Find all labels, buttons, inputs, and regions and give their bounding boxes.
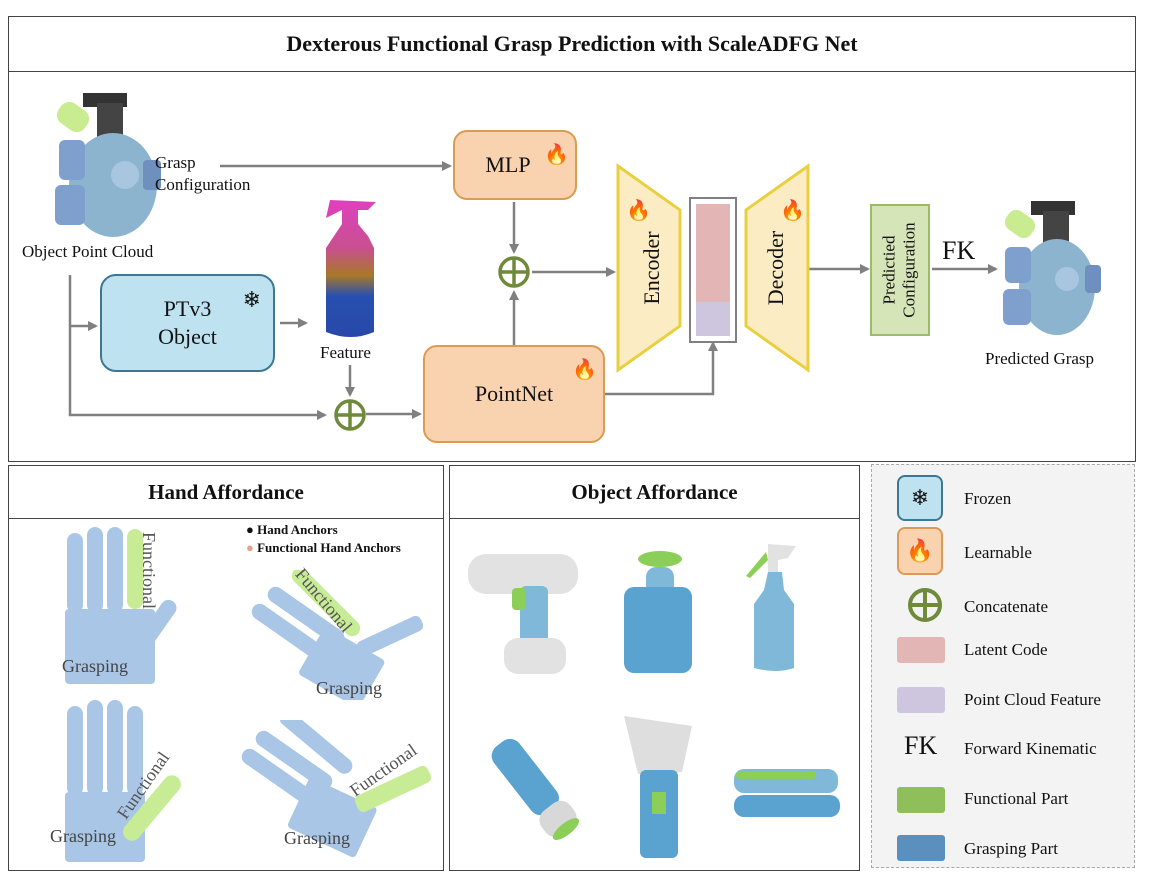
latent-code-bar (696, 204, 730, 302)
hand-anchor-legend: ● Hand Anchors ● Functional Hand Anchors (246, 521, 401, 557)
object-pump-bottle (624, 551, 692, 673)
legend-label: Forward Kinematic (964, 739, 1097, 758)
concat-node-mlp (498, 256, 530, 288)
concat-node-feature (334, 399, 366, 431)
legend-item-concatenate (907, 587, 943, 623)
ptv3-line2: Object (158, 324, 217, 349)
grasp-config-line1: Grasp (155, 153, 196, 172)
input-grasp-image (55, 93, 161, 237)
input-label: Object Point Cloud (22, 242, 154, 261)
encoder-shape (616, 163, 682, 373)
flame-icon: 🔥 (897, 527, 943, 575)
object-affordance-title: Object Affordance (571, 479, 738, 504)
functional-part-swatch (897, 787, 945, 813)
output-grasp-image (1003, 201, 1101, 335)
point-cloud-feature-swatch (897, 687, 945, 713)
object-affordance-header: Object Affordance (450, 466, 859, 519)
grasping-label: Grasping (62, 656, 128, 676)
decoder-label: Decoder (763, 230, 788, 306)
hand-affordance-title: Hand Affordance (148, 479, 304, 504)
object-drill (468, 554, 578, 674)
legend-label: Concatenate (964, 597, 1049, 616)
latent-code-swatch (897, 637, 945, 663)
grasp-config-label: Grasp Configuration (155, 152, 250, 196)
legend-item-fk: FK (904, 731, 937, 761)
fk-label: FK (942, 236, 976, 265)
hand-view-4 (241, 720, 432, 858)
hand-view-3 (65, 700, 181, 862)
predicted-config-line2: Configuration (900, 222, 920, 318)
legend-item-latent-code (897, 637, 945, 663)
legend-label: Grasping Part (964, 839, 1058, 858)
pointnet-label: PointNet (474, 381, 554, 406)
pipeline-title-bar: Dexterous Functional Grasp Prediction wi… (9, 17, 1135, 72)
circled-plus-icon (908, 588, 942, 622)
snowflake-icon: ❄ (897, 475, 943, 521)
pointnet-block: PointNet 🔥 (423, 345, 605, 443)
legend-item-functional-part (897, 787, 945, 813)
point-cloud-feature-bar (696, 302, 730, 336)
hand-anchor-legend-item: ● Hand Anchors (246, 522, 338, 537)
mlp-label: MLP (485, 152, 531, 177)
page-title: Dexterous Functional Grasp Prediction wi… (286, 31, 858, 56)
connector-input-down (68, 275, 327, 420)
flame-icon: 🔥 (572, 359, 597, 381)
arrow-pointnet-to-latent (605, 341, 718, 396)
ptv3-line1: PTv3 (163, 296, 212, 321)
hand-anchor-legend-item: ● Functional Hand Anchors (246, 540, 401, 555)
hand-affordance-header: Hand Affordance (9, 466, 443, 519)
object-spray-bottle (746, 544, 796, 671)
grasp-config-line2: Configuration (155, 175, 251, 194)
legend-label: Latent Code (964, 640, 1048, 659)
object-stapler (734, 769, 840, 817)
encoder-decoder-graphic (616, 163, 810, 373)
grasping-label: Grasping (284, 828, 350, 848)
legend-label: Frozen (964, 489, 1012, 508)
legend-label: Learnable (964, 543, 1032, 562)
legend-item-learnable: 🔥 (897, 527, 943, 575)
legend-item-grasping-part (897, 835, 945, 861)
legend-label: Functional Part (964, 789, 1069, 808)
legend-panel: ❄ Frozen 🔥 Learnable Concatenate Latent … (871, 464, 1135, 868)
hand-view-2 (251, 570, 424, 700)
flame-icon: 🔥 (626, 200, 651, 222)
legend-item-frozen: ❄ (897, 475, 943, 521)
predicted-config-block: Predictied Configuration (870, 204, 930, 336)
object-brush (624, 716, 692, 858)
ptv3-object-block: PTv3 Object ❄ (100, 274, 275, 372)
encoder-label: Encoder (639, 231, 664, 305)
grasping-label: Grasping (50, 826, 116, 846)
fk-symbol: FK (904, 731, 938, 760)
flame-icon: 🔥 (544, 144, 569, 166)
grasping-part-swatch (897, 835, 945, 861)
snowflake-icon: ❄ (242, 287, 261, 312)
grasping-label: Grasping (316, 678, 382, 698)
feature-label: Feature (320, 343, 371, 362)
mlp-block: MLP 🔥 (453, 130, 577, 200)
decoder-shape (744, 163, 810, 373)
feature-bottle-image (326, 200, 376, 337)
predicted-config-line1: Predictied (880, 235, 900, 305)
hand-view-1 (65, 527, 177, 684)
legend-item-point-cloud-feature (897, 687, 945, 713)
flame-icon: 🔥 (780, 200, 805, 222)
object-flashlight (491, 738, 580, 840)
functional-label: Functional (139, 532, 159, 609)
output-label: Predicted Grasp (985, 349, 1095, 368)
legend-label: Point Cloud Feature (964, 690, 1101, 709)
